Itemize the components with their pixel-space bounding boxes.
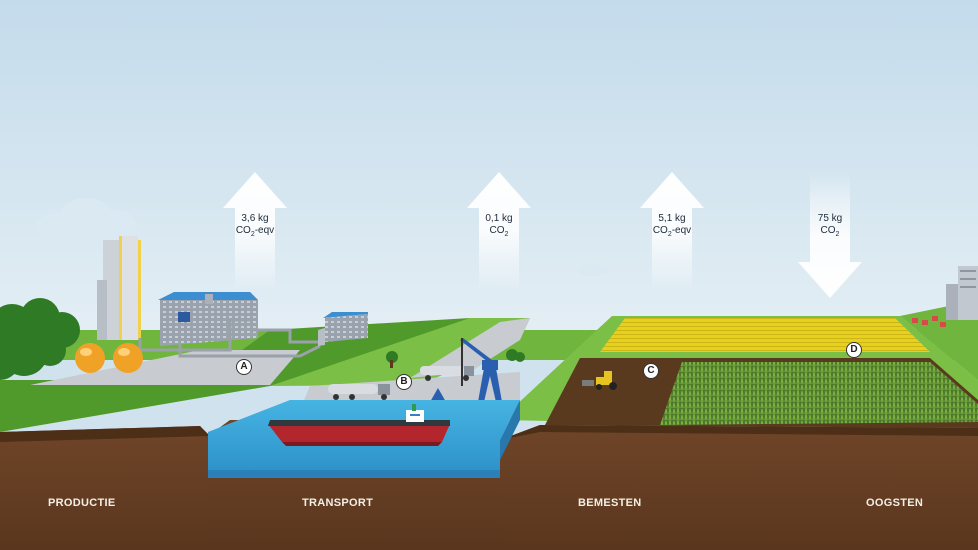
factory-yard <box>30 350 300 385</box>
emission-arrow-down <box>798 172 862 298</box>
harbor-crane <box>430 338 502 402</box>
grain-field <box>600 318 930 352</box>
factory-building <box>158 292 258 346</box>
emission-label-fertilizing: 5,1 kg CO2-eqv <box>632 213 712 241</box>
emission-label-transport: 0,1 kg CO2 <box>459 213 539 241</box>
cloud <box>36 198 136 246</box>
soil-fields <box>500 425 978 550</box>
tractor <box>582 371 617 390</box>
crop-field <box>660 362 978 425</box>
warehouse <box>318 312 368 346</box>
pipelines <box>138 318 321 358</box>
emission-unit: CO2-eqv <box>235 225 275 238</box>
emission-arrow-up <box>467 172 531 292</box>
marker-b: B <box>396 374 412 390</box>
stage-label-harvest: OOGSTEN <box>866 497 924 509</box>
gas-tanks <box>75 343 143 373</box>
cloud-small <box>577 264 609 276</box>
emission-label-production: 3,6 kg CO2-eqv <box>215 213 295 241</box>
soil-production <box>0 426 208 550</box>
city-buildings <box>946 266 978 320</box>
tanker-truck <box>328 384 390 400</box>
emission-value: 75 kg <box>817 213 843 224</box>
emission-label-harvest: 75 kg CO2 <box>790 213 870 241</box>
emission-value: 3,6 kg <box>241 213 269 224</box>
marker-a: A <box>236 359 252 375</box>
emission-unit: CO2 <box>489 225 509 238</box>
emission-arrow-up <box>223 172 287 292</box>
emission-value: 0,1 kg <box>485 213 513 224</box>
stage-label-transport: TRANSPORT <box>302 497 374 509</box>
small-trees <box>386 349 525 368</box>
tree-cluster <box>0 298 80 380</box>
emission-value: 5,1 kg <box>658 213 686 224</box>
emission-arrow-up <box>640 172 704 292</box>
marker-c: C <box>643 363 659 379</box>
marker-d: D <box>846 342 862 358</box>
cargo-ship <box>268 404 450 446</box>
tanker-truck <box>420 366 474 381</box>
stage-label-production: PRODUCTIE <box>48 497 116 509</box>
stage-label-fertilizing: BEMESTEN <box>578 497 642 509</box>
silo-towers <box>97 236 141 340</box>
road <box>410 318 530 378</box>
emission-unit: CO2-eqv <box>652 225 692 238</box>
houses <box>912 316 946 327</box>
emission-unit: CO2 <box>820 225 840 238</box>
